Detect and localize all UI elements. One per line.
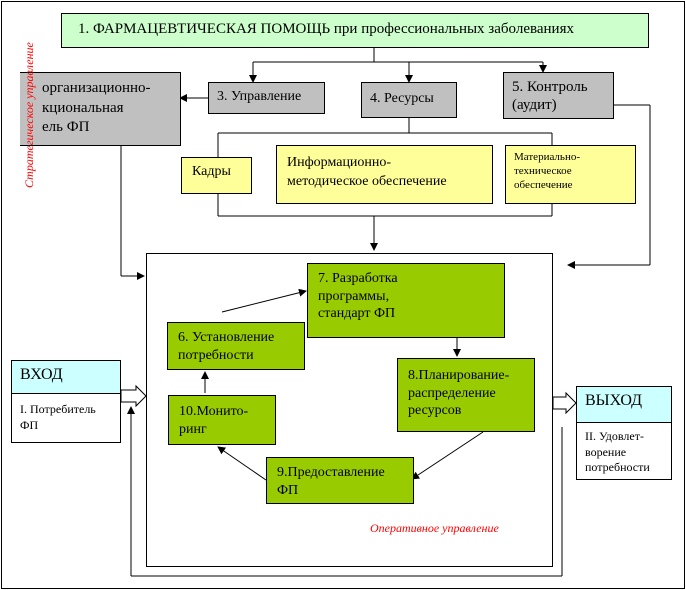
box-6-line-1: 6. Установление [178,330,275,345]
output-body-line-3: потребности [585,460,650,475]
operative-management-label: Оперативное управление [370,521,499,535]
box-7-program-development: 7. Разработка программы, стандарт ФП [307,263,505,338]
info-line-2: методическое обеспечение [287,173,447,189]
management-label: 3. Управление [217,89,302,104]
box-9-line-1: 9.Предоставление [277,465,385,480]
material-box: Материально- техническое обеспечение [505,145,636,204]
org-line-3: ель ФП [42,119,90,135]
info-line-1: Информационно- [287,155,392,170]
box-8-line-1: 8.Планирование- [408,368,510,383]
org-line-1: организационно- [42,80,151,96]
input-body-line-2: ФП [20,417,39,432]
title-box-label: 1. ФАРМАЦЕВТИЧЕСКАЯ ПОМОЩЬ при профессио… [78,21,574,37]
management-box: 3. Управление [208,82,325,114]
output-header: ВЫХОД [577,387,671,423]
output-body-line-1: II. Удовлет- [585,429,644,443]
resources-box: 4. Ресурсы [361,82,457,118]
output-header-label: ВЫХОД [585,392,643,409]
box-6-line-2: потребности [178,348,254,364]
box-9-provision: 9.Предоставление ФП [266,457,414,504]
box-7-line-2: программы, [318,288,390,304]
box-8-line-2: распределение [408,385,496,401]
output-box: ВЫХОД II. Удовлет- ворение потребности [576,386,672,480]
box-8-resource-planning: 8.Планирование- распределение ресурсов [397,358,535,432]
org-structure-box: организационно- кциональная ель ФП [20,72,181,146]
box-10-monitoring: 10.Монито- ринг [168,395,276,445]
strategic-management-label: Стратегическое управление [22,42,36,188]
box-10-line-2: ринг [179,422,207,438]
box-10-line-1: 10.Монито- [179,404,249,419]
input-header-label: ВХОД [20,366,63,383]
box-9-line-2: ФП [277,483,299,499]
material-line-2: техническое [514,164,572,177]
box-6-needs-determination: 6. Установление потребности [167,322,305,370]
material-line-3: обеспечение [514,178,573,191]
control-line-1: 5. Контроль [512,79,588,95]
box-7-line-1: 7. Разработка [318,271,398,286]
resources-label: 4. Ресурсы [370,91,434,106]
box-7-line-3: стандарт ФП [318,306,396,321]
info-methodical-box: Информационно- методическое обеспечение [276,145,493,204]
output-body: II. Удовлет- ворение потребности [577,423,671,476]
input-body-line-1: I. Потребитель [20,402,96,416]
material-line-1: Материально- [514,151,580,163]
control-line-2: (аудит) [512,97,557,113]
personnel-label: Кадры [192,164,231,179]
org-line-2: кциональная [42,99,124,116]
personnel-box: Кадры [181,157,252,194]
title-box: 1. ФАРМАЦЕВТИЧЕСКАЯ ПОМОЩЬ при профессио… [61,13,649,48]
box-8-line-3: ресурсов [408,403,462,418]
output-body-line-2: ворение [585,444,627,459]
input-body: I. Потребитель ФП [12,394,120,433]
input-box: ВХОД I. Потребитель ФП [11,360,121,443]
input-header: ВХОД [12,361,120,394]
control-box: 5. Контроль (аудит) [503,72,614,119]
